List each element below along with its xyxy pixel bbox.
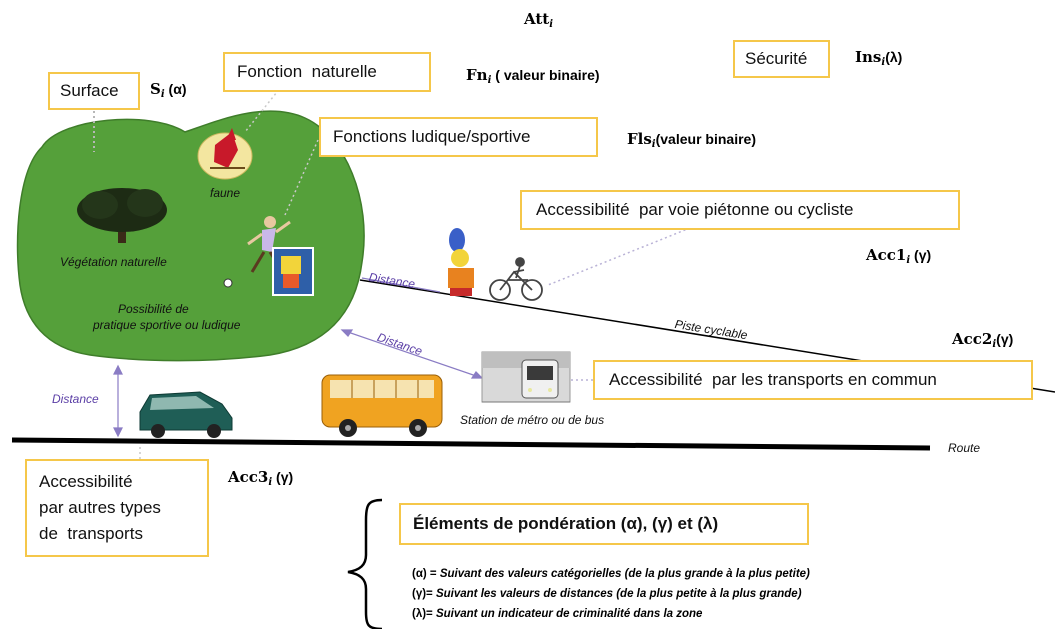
access-autres-box: Accessibilité par autres types de transp… <box>25 459 209 557</box>
park-area <box>16 110 365 362</box>
connector-pieton <box>547 227 691 286</box>
metro-icon <box>481 351 571 403</box>
ins-arg: (λ) <box>885 49 903 65</box>
acc3-arg: (γ) <box>272 469 294 485</box>
legend-lambda-text: Suivant un indicateur de criminalité dan… <box>435 608 703 620</box>
acc2-sub: i <box>992 339 997 350</box>
access-transports-box: Accessibilité par les transports en comm… <box>593 360 1033 400</box>
distance-arrow-metro <box>340 329 484 379</box>
fn-formula: Fni ( valeur binaire) <box>466 66 600 86</box>
legend-brace <box>347 498 383 629</box>
securite-label: Sécurité <box>745 49 808 68</box>
fn-main: Fn <box>466 66 488 84</box>
ponderation-box: Éléments de pondération (α), (γ) et (λ) <box>399 503 809 545</box>
acc2-main: Acc2 <box>952 330 993 348</box>
station-label: Station de métro ou de bus <box>460 413 605 427</box>
att-sub: i <box>549 19 554 30</box>
fonctions-ludique-box: Fonctions ludique/sportive <box>319 117 598 157</box>
fonction-naturelle-label: Fonction naturelle <box>237 62 377 81</box>
legend-line-alpha: (α) = Suivant des valeurs catégorielles … <box>412 568 810 580</box>
securite-box: Sécurité <box>733 40 830 78</box>
acc3-sub: i <box>268 477 273 488</box>
s-formula: Si (α) <box>150 80 186 100</box>
car-icon <box>139 391 233 438</box>
fonction-naturelle-box: Fonction naturelle <box>223 52 431 92</box>
route-label: Route <box>948 441 981 455</box>
access-pieton-box: Accessibilité par voie piétonne ou cycli… <box>520 190 960 230</box>
acc2-arg: (γ) <box>996 331 1014 347</box>
bird-icon <box>197 128 253 180</box>
soccer-player-icon <box>223 216 291 288</box>
distance-arrow-road <box>113 364 123 438</box>
att-formula: Atti <box>524 10 553 30</box>
legend-alpha-text: Suivant des valeurs catégorielles (de la… <box>439 568 810 580</box>
s-main: S <box>150 80 161 98</box>
faune-label: faune <box>210 186 241 200</box>
fls-sub: i <box>651 139 656 150</box>
distance-label-road: Distance <box>52 392 99 406</box>
fn-arg: ( valeur binaire) <box>491 67 600 83</box>
ins-formula: Insi(λ) <box>855 48 902 68</box>
road-line <box>11 437 931 451</box>
distance-arrow-bike <box>361 277 441 293</box>
access-autres-line-2: par autres types <box>39 498 161 517</box>
ins-main: Ins <box>855 48 882 66</box>
access-autres-line-1: Accessibilité <box>39 472 133 491</box>
surface-label: Surface <box>60 81 119 100</box>
ins-sub: i <box>881 57 886 68</box>
acc2-formula: Acc2i(γ) <box>952 330 1013 350</box>
sport-label-2: pratique sportive ou ludique <box>93 318 241 332</box>
acc1-sub: i <box>906 255 911 266</box>
s-sub: i <box>160 89 165 100</box>
acc3-formula: Acc3i (γ) <box>228 468 293 488</box>
access-pieton-label: Accessibilité par voie piétonne ou cycli… <box>536 200 854 219</box>
ponderation-label: Éléments de pondération (α), (γ) et (λ) <box>413 514 719 533</box>
surface-box: Surface <box>48 72 140 110</box>
pedestrian-icon <box>448 228 474 296</box>
legend-gamma-prefix: (γ)= <box>412 588 436 600</box>
fls-arg: (valeur binaire) <box>655 131 756 147</box>
legend-alpha-prefix: (α) = <box>412 568 440 580</box>
bicycle-icon <box>489 257 543 301</box>
bus-icon <box>321 374 443 437</box>
acc1-arg: (γ) <box>910 247 932 263</box>
access-transports-label: Accessibilité par les transports en comm… <box>609 370 937 389</box>
legend-gamma-text: Suivant les valeurs de distances (de la … <box>435 588 802 600</box>
acc3-main: Acc3 <box>228 468 269 486</box>
connector-ludique <box>284 139 319 216</box>
cartoon-card-icon <box>272 247 314 296</box>
legend-line-lambda: (λ)= Suivant un indicateur de criminalit… <box>412 608 702 620</box>
sport-label-1: Possibilité de <box>118 302 189 316</box>
legend-lambda-prefix: (λ)= <box>412 608 436 620</box>
s-arg: (α) <box>164 81 187 97</box>
acc1-formula: Acc1i (γ) <box>866 246 931 266</box>
fonctions-ludique-label: Fonctions ludique/sportive <box>333 127 531 146</box>
att-main: Att <box>524 10 550 28</box>
acc1-main: Acc1 <box>866 246 907 264</box>
fls-main: Fls <box>627 130 652 148</box>
fls-formula: Flsi(valeur binaire) <box>627 130 756 150</box>
access-autres-line-3: de transports <box>39 524 143 543</box>
vegetation-label: Végétation naturelle <box>60 255 167 269</box>
fn-sub: i <box>487 75 492 86</box>
legend-line-gamma: (γ)= Suivant les valeurs de distances (d… <box>412 588 802 600</box>
tree-icon <box>77 188 167 243</box>
